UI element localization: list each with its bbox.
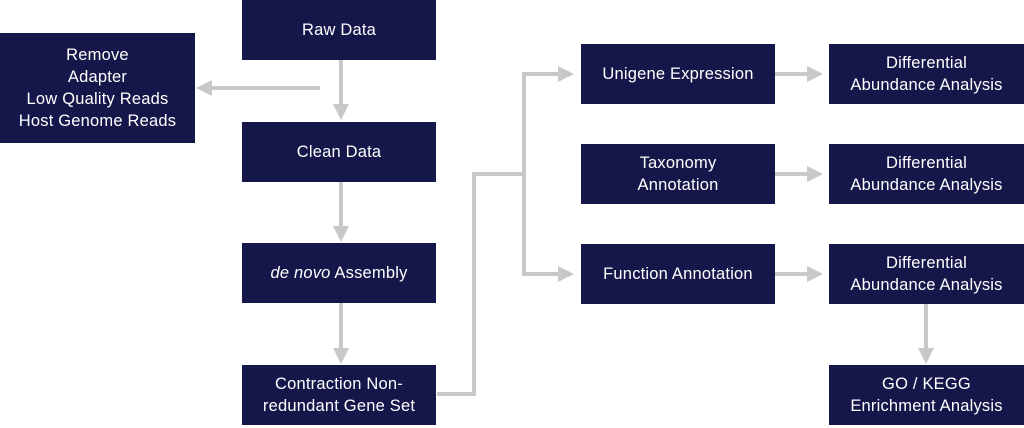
assembly-label-rest: Assembly <box>330 264 408 282</box>
remove-node: Remove Adapter Low Quality Reads Host Ge… <box>0 33 195 143</box>
clean-data-node: Clean Data <box>242 122 436 182</box>
diff-2-label-line-2: Abundance Analysis <box>850 176 1003 194</box>
remove-label-line-2: Adapter <box>67 68 128 86</box>
assembly-label: de novo Assembly <box>270 262 407 284</box>
differential-abundance-node-1: Differential Abundance Analysis <box>829 44 1024 104</box>
enrichment-label-line-2: Enrichment Analysis <box>850 397 1003 415</box>
function-label: Function Annotation <box>603 265 753 283</box>
clean-data-label: Clean Data <box>296 143 382 161</box>
assembly-label-italic: de novo <box>270 264 331 282</box>
diff-3-label-line-1: Differential <box>886 254 967 272</box>
assembly-node: de novo Assembly <box>242 243 436 303</box>
diff-1-label-line-2: Abundance Analysis <box>850 76 1003 94</box>
taxonomy-label-line-1: Taxonomy <box>639 154 717 172</box>
remove-label-line-4: Host Genome Reads <box>18 112 177 130</box>
raw-data-node: Raw Data <box>242 0 436 60</box>
gene-set-label-line-1: Contraction Non- <box>275 375 403 393</box>
arrow-to-unigene <box>522 66 574 174</box>
remove-label-line-1: Remove <box>66 46 129 64</box>
unigene-label: Unigene Expression <box>602 65 754 83</box>
unigene-node: Unigene Expression <box>581 44 775 104</box>
differential-abundance-node-3: Differential Abundance Analysis <box>829 244 1024 304</box>
function-node: Function Annotation <box>581 244 775 304</box>
enrichment-node: GO / KEGG Enrichment Analysis <box>829 365 1024 425</box>
raw-data-label: Raw Data <box>301 21 377 39</box>
enrichment-label-line-1: GO / KEGG <box>882 375 971 393</box>
arrow-to-function <box>522 174 574 282</box>
diff-2-label-line-1: Differential <box>886 154 967 172</box>
diff-1-label-line-1: Differential <box>886 54 967 72</box>
connector-geneset-branch <box>437 172 524 396</box>
diff-3-label-line-2: Abundance Analysis <box>850 276 1003 294</box>
gene-set-node: Contraction Non- redundant Gene Set <box>242 365 436 425</box>
taxonomy-label-line-2: Annotation <box>637 176 719 194</box>
differential-abundance-node-2: Differential Abundance Analysis <box>829 144 1024 204</box>
taxonomy-node: Taxonomy Annotation <box>581 144 775 204</box>
remove-label-line-3: Low Quality Reads <box>26 90 169 108</box>
gene-set-label-line-2: redundant Gene Set <box>262 397 416 415</box>
